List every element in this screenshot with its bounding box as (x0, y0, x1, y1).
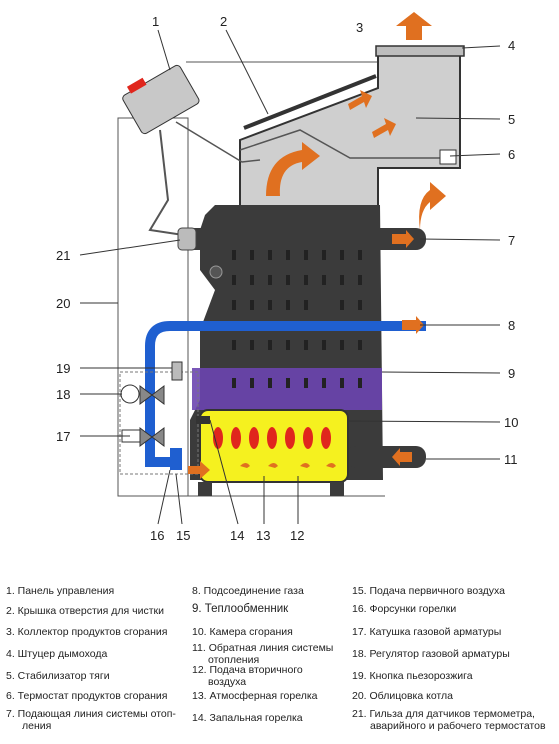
callout-16: 16 (150, 528, 164, 543)
legend-item-2: 2. Крышка отверстия для чистки (6, 605, 164, 617)
exchanger-fins (232, 250, 362, 388)
legend-item-7-cont: ления (22, 720, 52, 732)
legend-item-21: 21. Гильза для датчиков термометра, (352, 708, 535, 720)
sensor-sleeve (177, 227, 197, 251)
legend-item-6: 6. Термостат продуктов сгорания (6, 690, 168, 702)
hood-arrow-a (348, 90, 372, 110)
burner-nozzles (170, 448, 182, 470)
callout-21: 21 (56, 248, 70, 263)
legend-item-1: 1. Панель управления (6, 585, 115, 597)
callout-11: 11 (504, 452, 518, 467)
callout-3: 3 (356, 20, 363, 35)
gas-arrow (402, 316, 424, 334)
callout-18: 18 (56, 387, 70, 402)
piezo-button (171, 361, 183, 381)
leader-lines (79, 29, 501, 525)
callout-2: 2 (220, 14, 227, 29)
legend-item-9: 9. Теплообменник (192, 603, 289, 615)
legend-item-4: 4. Штуцер дымохода (6, 648, 108, 660)
return-arrow (392, 448, 412, 466)
hood-arrow-b (372, 118, 396, 138)
sensor-capillary (148, 129, 191, 237)
exhaust-arrow-up (392, 12, 432, 40)
legend-item-17: 17. Катушка газовой арматуры (352, 626, 502, 638)
secondary-air-arrows (240, 463, 336, 468)
control-panel (122, 64, 200, 135)
supply-pipe (178, 228, 426, 250)
regulator-valve (139, 385, 165, 405)
callout-7: 7 (508, 233, 515, 248)
return-pipe (346, 446, 426, 468)
callout-6: 6 (508, 147, 515, 162)
callout-9: 9 (508, 366, 515, 381)
sleeve-port (209, 265, 223, 279)
callout-13: 13 (256, 528, 270, 543)
legend-item-8: 8. Подсоединение газа (192, 585, 304, 597)
legend-item-12-cont: воздуха (208, 676, 247, 688)
primary-air-arrow (188, 461, 210, 479)
legend-item-5: 5. Стабилизатор тяги (6, 670, 110, 682)
legend-item-12: 12. Подача вторичного (192, 664, 303, 676)
purple-band (192, 368, 382, 410)
callout-15: 15 (176, 528, 190, 543)
chamber-foot-left (198, 482, 212, 496)
callout-19: 19 (56, 361, 70, 376)
thermostat-wire (175, 121, 261, 163)
callout-17: 17 (56, 429, 70, 444)
legend-item-11: 11. Обратная линия системы (192, 642, 334, 654)
legend-item-19: 19. Кнопка пьезорозжига (352, 670, 473, 682)
gas-pipe (145, 321, 426, 467)
legend-item-11-cont: отопления (208, 654, 260, 666)
legend-item-16: 16. Форсунки горелки (352, 603, 457, 615)
legend-item-10: 10. Камера сгорания (192, 626, 293, 638)
legend-item-3: 3. Коллектор продуктов сгорания (6, 626, 168, 638)
legend-item-18: 18. Регулятор газовой арматуры (352, 648, 510, 660)
draft-air-arrow (419, 182, 446, 230)
legend-item-7: 7. Подающая линия системы отоп- (6, 708, 176, 720)
callout-10: 10 (504, 415, 518, 430)
chimney-collar (375, 45, 465, 57)
callout-20: 20 (56, 296, 70, 311)
supply-arrow (392, 230, 414, 248)
regulator-dial (120, 384, 140, 404)
stabilizer-flap (239, 129, 440, 159)
cleaning-cover (243, 74, 377, 130)
flue-thermostat (439, 149, 457, 165)
burner-flames (213, 427, 331, 449)
callout-5: 5 (508, 112, 515, 127)
legend-item-13: 13. Атмосферная горелка (192, 690, 318, 702)
callout-1: 1 (152, 14, 159, 29)
pilot-burner (196, 416, 210, 424)
legend-item-20: 20. Облицовка котла (352, 690, 453, 702)
callout-8: 8 (508, 318, 515, 333)
callout-4: 4 (508, 38, 515, 53)
chamber-foot-right (330, 482, 344, 496)
callout-12: 12 (290, 528, 304, 543)
boiler-diagram: 1 2 3 4 5 6 7 8 9 10 11 12 13 14 15 16 1… (56, 12, 518, 543)
flue-swirl-arrow (266, 142, 320, 196)
callout-14: 14 (230, 528, 244, 543)
legend-item-21-cont: аварийного и рабочего термостатов (370, 720, 546, 732)
legend-item-14: 14. Запальная горелка (192, 712, 303, 724)
legend-item-15: 15. Подача первичного воздуха (352, 585, 506, 597)
